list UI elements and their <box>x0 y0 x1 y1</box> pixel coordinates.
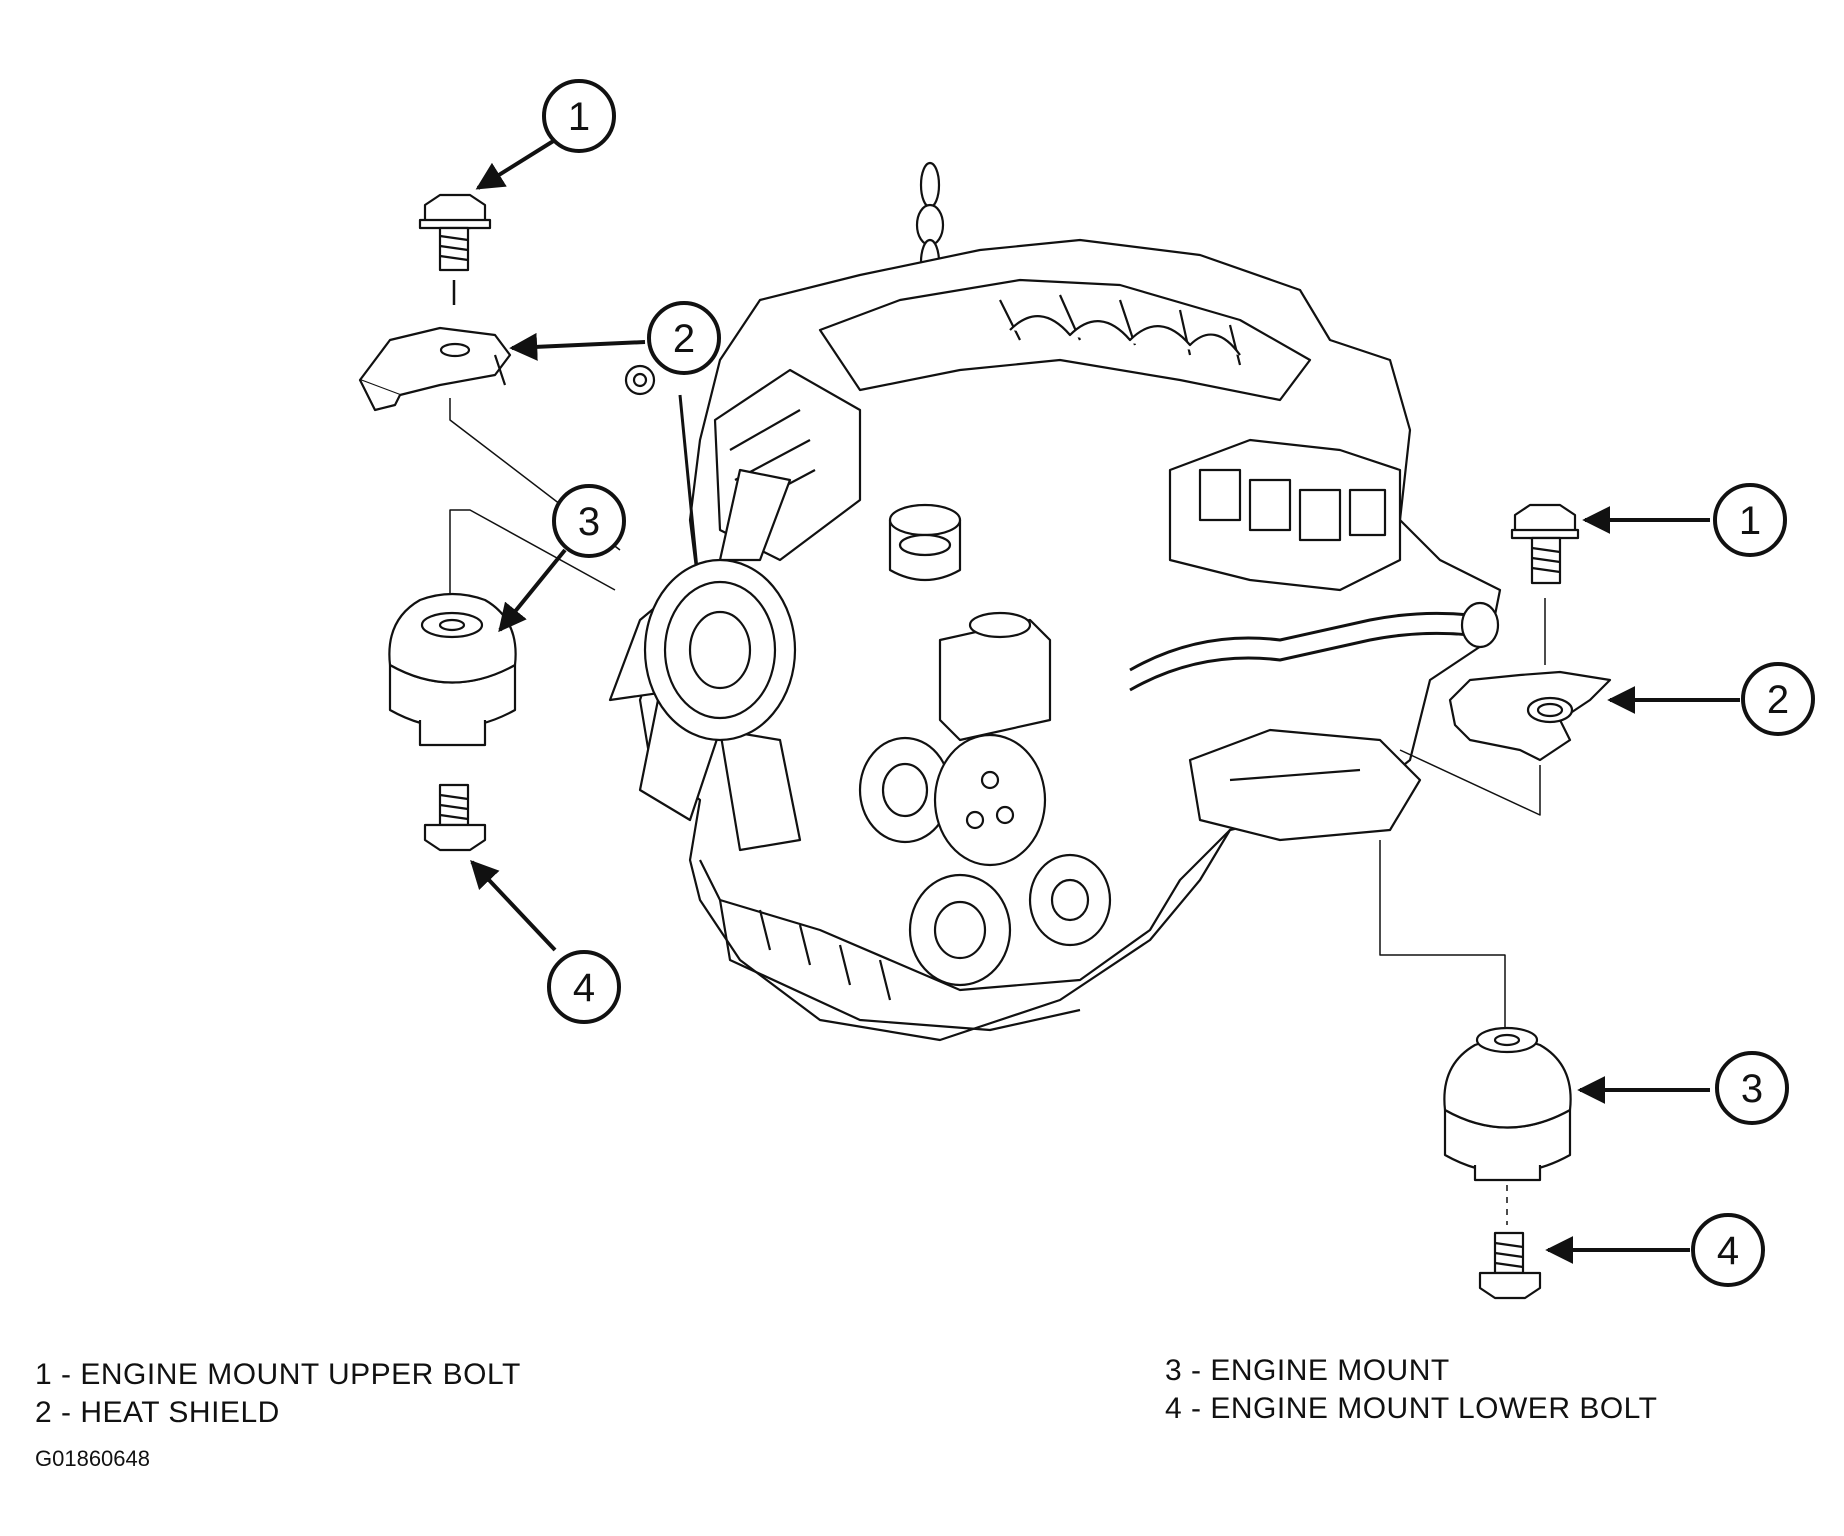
legend-right: 3 - ENGINE MOUNT 4 - ENGINE MOUNT LOWER … <box>1165 1352 1657 1428</box>
legend-item-3: 3 - ENGINE MOUNT <box>1165 1354 1450 1387</box>
right-upper-bolt <box>1510 503 1580 585</box>
arrow-left-3 <box>498 548 567 633</box>
callout-right-3: 3 <box>1715 1051 1789 1125</box>
engine-assembly <box>608 161 1502 1042</box>
left-lower-bolt <box>423 783 487 852</box>
callout-number: 1 <box>1739 499 1761 543</box>
callout-right-2: 2 <box>1741 662 1815 736</box>
left-heat-shield <box>358 326 512 412</box>
callout-arrows <box>470 138 1740 1264</box>
arrow-left-2 <box>509 332 646 361</box>
callout-left-4: 4 <box>547 950 621 1024</box>
callout-number: 3 <box>578 500 600 544</box>
callout-left-1: 1 <box>542 79 616 153</box>
right-lower-bolt <box>1478 1231 1542 1300</box>
legend-left: 1 - ENGINE MOUNT UPPER BOLT 2 - HEAT SHI… <box>35 1356 521 1432</box>
callout-number: 3 <box>1741 1067 1763 1111</box>
legend-item-1: 1 - ENGINE MOUNT UPPER BOLT <box>35 1358 521 1391</box>
callout-left-3: 3 <box>552 484 626 558</box>
arrow-left-4 <box>470 859 557 952</box>
callout-number: 4 <box>573 966 595 1010</box>
right-engine-mount <box>1443 1026 1572 1182</box>
callout-number: 1 <box>568 95 590 139</box>
arrow-left-1 <box>475 138 557 190</box>
callout-left-2: 2 <box>647 301 721 375</box>
figure-id: G01860648 <box>35 1446 150 1471</box>
right-mount-parts <box>1379 503 1612 1300</box>
callout-right-4: 4 <box>1691 1213 1765 1287</box>
right-heat-shield <box>1448 670 1612 762</box>
callout-right-1: 1 <box>1713 483 1787 557</box>
callout-number: 2 <box>673 317 695 361</box>
legend-item-4: 4 - ENGINE MOUNT LOWER BOLT <box>1165 1392 1658 1425</box>
left-upper-bolt <box>418 193 492 272</box>
pulleys <box>858 733 1112 987</box>
cooling-fan <box>608 468 802 852</box>
left-mount-parts <box>358 193 621 852</box>
legend-item-2: 2 - HEAT SHIELD <box>35 1396 280 1429</box>
left-engine-mount <box>388 592 517 747</box>
callout-number: 2 <box>1767 678 1789 722</box>
callout-number: 4 <box>1717 1229 1739 1273</box>
callouts: 1 2 3 4 1 2 3 4 <box>542 79 1815 1287</box>
